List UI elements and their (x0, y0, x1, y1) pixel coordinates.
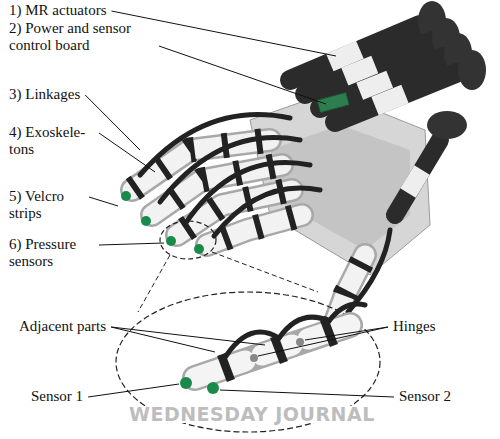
callout-label: 2) Power and sensor control board (8, 20, 155, 54)
callout-label: 6) Pressure sensors (8, 236, 95, 270)
mr-actuators (290, 1, 486, 215)
leader-line (88, 384, 179, 397)
hinge (250, 354, 258, 362)
sensor-label: Sensor 1 (30, 388, 84, 405)
leader-line (258, 327, 388, 356)
pressure-sensor (121, 191, 131, 201)
callout-label: 1) MR actuators (8, 2, 107, 19)
zoom-ellipse (116, 292, 380, 432)
callout-label: 4) Exoskele- tons (8, 124, 95, 158)
zoomed-finger (195, 304, 365, 378)
callout-label: 5) Velcro strips (8, 188, 85, 222)
zoom-guide (138, 255, 170, 312)
leader-line (159, 46, 326, 104)
hinge (296, 338, 304, 346)
leader-line (111, 327, 265, 345)
leader-line (89, 197, 118, 206)
part-label: Hinges (392, 318, 437, 335)
zoom-guide (212, 252, 318, 292)
callout-label: 3) Linkages (8, 86, 81, 103)
leader-line (99, 243, 164, 245)
zoom-marker (160, 221, 216, 259)
pressure-sensor (141, 216, 151, 226)
sensor-2 (207, 382, 219, 394)
sensor-1 (180, 377, 192, 389)
leader-line (111, 327, 215, 352)
part-label: Adjacent parts (18, 318, 107, 335)
pressure-sensor (166, 236, 176, 246)
watermark: WEDNESDAY JOURNAL (128, 406, 376, 423)
leader-line (99, 133, 155, 172)
fingers (132, 140, 365, 322)
leader-line (305, 327, 388, 340)
linkages (140, 115, 390, 312)
pressure-sensor (194, 244, 204, 254)
leader-line (220, 390, 394, 397)
sensor-label: Sensor 2 (398, 388, 452, 405)
